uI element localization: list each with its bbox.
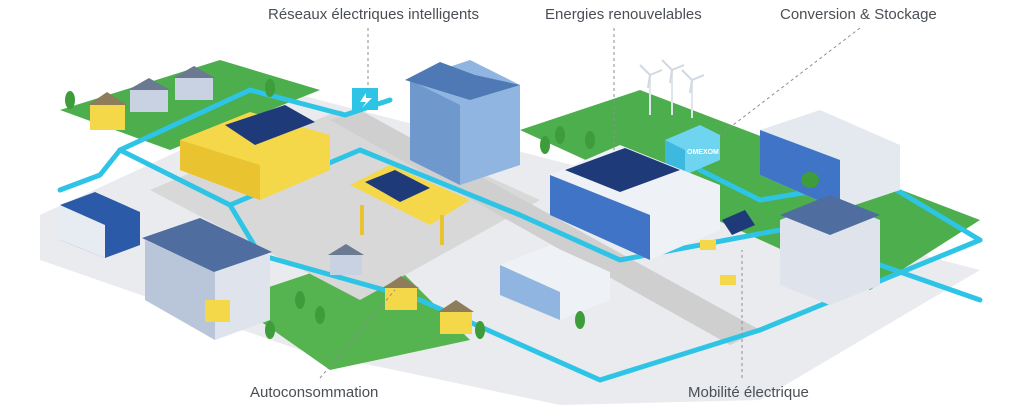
label-e-mobility: Mobilité électrique — [688, 384, 809, 401]
leader-lines — [319, 27, 861, 379]
leader-self-consumption — [319, 289, 396, 379]
houses-bottom — [328, 244, 474, 334]
historic-building — [405, 60, 520, 185]
solar-warehouse — [550, 145, 720, 260]
solar-canopy — [350, 165, 470, 245]
solar-panels-factory — [225, 105, 315, 145]
leader-storage — [719, 27, 861, 136]
solar-panel-charger — [722, 210, 755, 235]
label-smart-grids: Réseaux électriques intelligents — [268, 6, 479, 23]
label-self-consumption: Autoconsommation — [250, 384, 379, 401]
apartment-building-right — [780, 195, 880, 305]
network-line-west — [57, 147, 123, 193]
solar-panels-warehouse — [565, 148, 680, 192]
label-conversion-storage: Conversion & Stockage — [780, 6, 937, 23]
storage-brand-text: OMEXOM — [687, 149, 719, 156]
apartment-building-left — [142, 218, 272, 340]
office-building-right — [760, 110, 900, 210]
yellow-factory — [180, 105, 330, 200]
office-building-bottom — [500, 245, 610, 320]
substation — [352, 88, 378, 110]
ev-charging — [700, 210, 755, 285]
solar-panels-canopy — [365, 170, 430, 202]
trees — [65, 79, 819, 339]
small-building-left — [60, 192, 140, 258]
grass-area-bottom — [230, 250, 470, 370]
wind-turbines — [639, 59, 705, 118]
label-renewables: Energies renouvelables — [545, 6, 702, 23]
houses-top-left — [88, 66, 215, 130]
